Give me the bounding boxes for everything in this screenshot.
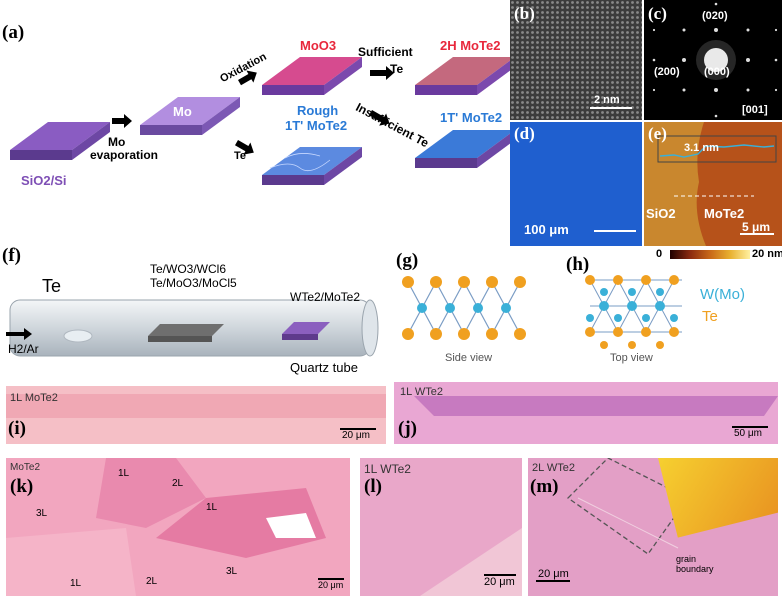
afm-image: (e) 3.1 nm SiO2 MoTe2 5 μm — [644, 122, 782, 246]
step1b-label: evaporation — [90, 148, 159, 162]
e-height: 3.1 nm — [684, 142, 719, 154]
moo3-label: MoO3 — [300, 38, 337, 53]
zone-axis: [001] — [742, 104, 768, 116]
f-gas-label: H2/Ar — [8, 342, 39, 356]
e-scale: 5 μm — [742, 220, 771, 234]
j-title: 1L WTe2 — [400, 386, 444, 398]
panel-f-label: (f) — [2, 245, 21, 266]
spot-020: (020) — [702, 10, 728, 22]
rough1-label: Rough — [297, 103, 339, 118]
optical-j-image: 1L WTe2 (j) 50 μm — [394, 382, 778, 444]
f-precursor2: Te/MoO3/MoCl5 — [150, 276, 237, 290]
panel-k-label: (k) — [10, 476, 34, 497]
k-layer-7: 3L — [226, 566, 238, 577]
mo-layer-top — [140, 97, 240, 125]
h-chalcogen: Te — [702, 308, 718, 325]
k-layer-1: 1L — [118, 468, 130, 479]
panel-a-schematic — [10, 57, 510, 185]
cvd-tube — [6, 299, 379, 357]
f-tube-label: Quartz tube — [290, 360, 358, 375]
arrow-ox-icon — [238, 70, 257, 86]
k-layer-3: 1L — [206, 502, 218, 513]
colorbar-max: 20 nm — [752, 248, 782, 260]
2h-layer — [415, 57, 510, 85]
k-title: MoTe2 — [10, 462, 41, 473]
panel-j-label: (j) — [398, 418, 417, 439]
b-scale: 2 nm — [594, 94, 620, 106]
top-view-model — [585, 275, 682, 349]
panel-h-label: (h) — [566, 254, 590, 275]
j-scale: 50 μm — [734, 428, 762, 439]
k-layer-5: 1L — [70, 578, 82, 589]
f-product: WTe2/MoTe2 — [290, 290, 361, 304]
panel-d-label: (d) — [514, 124, 535, 143]
m-boundary: grain boundary — [676, 554, 714, 574]
f-precursor1: Te/WO3/WCl6 — [150, 262, 227, 276]
l-title: 1L WTe2 — [364, 462, 411, 476]
m-title: 2L WTe2 — [532, 462, 576, 474]
saed-image: (c) (020) (200) (000) [001] — [644, 0, 782, 120]
rough2-label: 1T' MoTe2 — [285, 118, 348, 133]
arrow-insuff-icon — [369, 110, 390, 126]
1t-layer — [415, 130, 510, 158]
optical-k-image: MoTe2 (k) 1L 2L 1L 3L 1L 2L 3L 20 μm — [6, 458, 350, 596]
optical-d-image: (d) 100 μm — [510, 122, 642, 246]
i-title: 1L MoTe2 — [10, 392, 58, 404]
sufficient-te-label: Te — [390, 62, 404, 76]
f-te-label: Te — [42, 276, 62, 296]
g-caption: Side view — [445, 352, 493, 364]
e-left: SiO2 — [646, 206, 676, 221]
sufficient-label: Sufficient — [358, 45, 413, 59]
panel-m-label: (m) — [530, 476, 559, 497]
moo3-layer — [262, 57, 362, 85]
arrow-1-icon — [112, 114, 132, 128]
d-scale: 100 μm — [524, 222, 569, 237]
te-label: Te — [234, 150, 247, 162]
e-right: MoTe2 — [704, 206, 745, 221]
step1-label: Mo — [108, 135, 126, 149]
panel-c-label: (c) — [648, 4, 667, 23]
side-view-model — [402, 276, 526, 340]
spot-000: (000) — [704, 66, 730, 78]
panel-b-label: (b) — [514, 4, 535, 23]
colorbar — [670, 250, 750, 259]
panel-l-label: (l) — [364, 476, 382, 497]
m-scale: 20 μm — [538, 568, 569, 580]
panel-e-label: (e) — [648, 124, 667, 143]
panel-a-label: (a) — [2, 22, 25, 43]
optical-i-image: 1L MoTe2 (i) 20 μm — [6, 386, 386, 444]
i-scale: 20 μm — [342, 430, 370, 441]
1t-label: 1T' MoTe2 — [440, 110, 503, 125]
2h-label: 2H MoTe2 — [440, 38, 501, 53]
optical-m-image: 2L WTe2 (m) grain boundary 20 μm — [528, 458, 778, 596]
arrow-te-icon — [235, 140, 254, 155]
arrow-suff-icon — [370, 66, 394, 80]
rough-layer — [262, 147, 362, 175]
k-layer-4: 3L — [36, 508, 48, 519]
spot-200: (200) — [654, 66, 680, 78]
substrate-label: SiO2/Si — [21, 173, 67, 188]
panel-i-label: (i) — [8, 418, 26, 439]
mo-label: Mo — [173, 104, 192, 119]
k-layer-6: 2L — [146, 576, 158, 587]
k-scale: 20 μm — [318, 580, 344, 590]
substrate-top — [10, 122, 110, 150]
optical-l-image: 1L WTe2 (l) 20 μm — [360, 458, 522, 596]
h-caption: Top view — [610, 352, 653, 364]
l-scale: 20 μm — [484, 576, 515, 588]
k-layer-2: 2L — [172, 478, 184, 489]
panel-g-label: (g) — [396, 250, 419, 271]
hrtem-image: (b) 2 nm — [510, 0, 642, 120]
h-metal: W(Mo) — [700, 286, 745, 303]
colorbar-min: 0 — [656, 248, 663, 260]
